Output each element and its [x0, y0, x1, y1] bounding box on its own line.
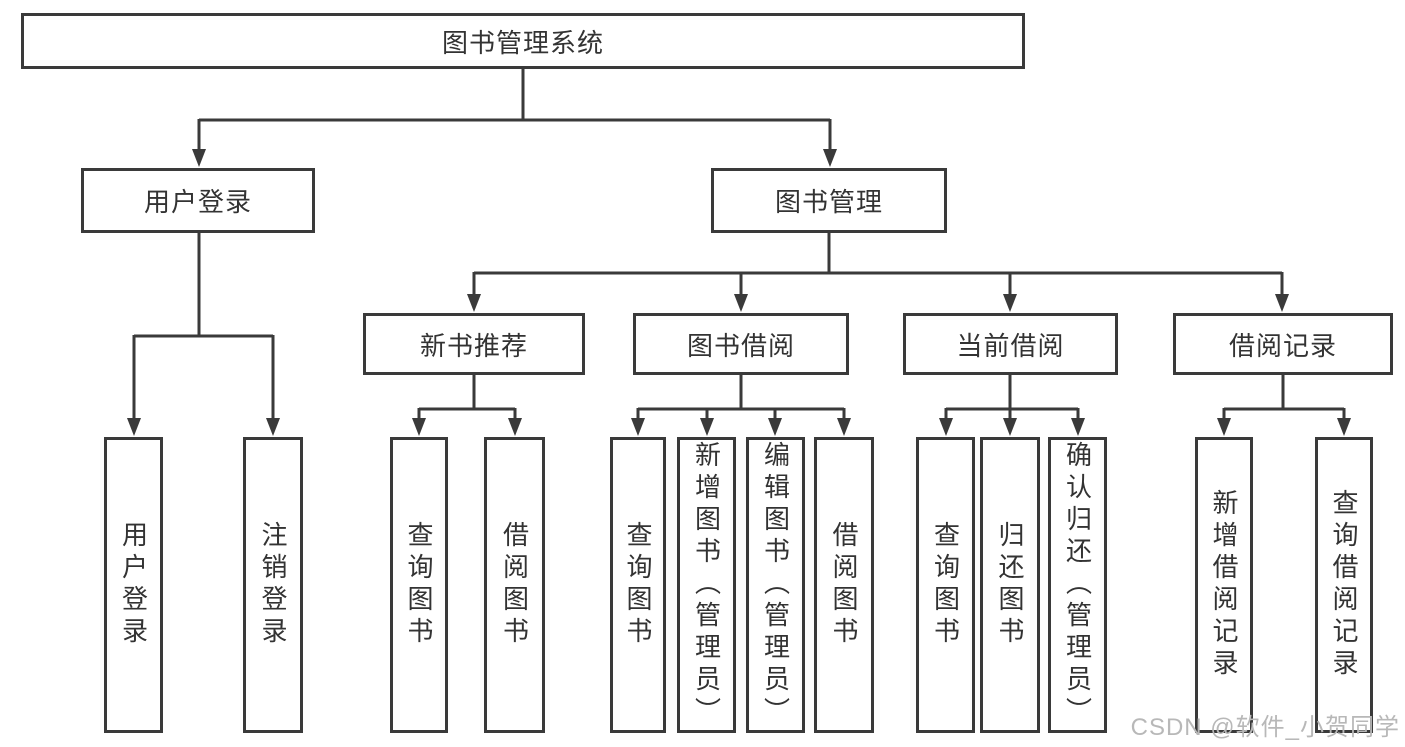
node-label: 查询借阅记录 [1329, 489, 1359, 681]
node-label: 图书管理 [774, 187, 883, 217]
node-label: 借阅图书 [829, 521, 859, 649]
node-label: 确认归还（管理员） [1062, 441, 1093, 729]
node-label: 查询图书 [930, 521, 961, 649]
node-label: 查询图书 [404, 521, 434, 649]
leaf-return-books: 归还图书 [980, 437, 1040, 733]
node-current-borrowing: 当前借阅 [903, 313, 1118, 375]
node-book-management: 图书管理 [711, 168, 947, 233]
leaf-user-login: 用户登录 [104, 437, 163, 733]
node-label: 编辑图书（管理员） [760, 441, 791, 729]
leaf-query-borrow-record: 查询借阅记录 [1315, 437, 1373, 733]
leaf-add-book-admin: 新增图书（管理员） [677, 437, 736, 733]
csdn-watermark: CSDN @软件_小贺同学 [1130, 714, 1400, 741]
leaf-borrow-books: 借阅图书 [814, 437, 874, 733]
node-user-login: 用户登录 [81, 168, 315, 233]
node-label: 用户登录 [118, 521, 149, 649]
node-label: 注销登录 [258, 521, 288, 649]
node-label: 新增图书（管理员） [691, 441, 722, 729]
leaf-query-books-current: 查询图书 [916, 437, 975, 733]
leaf-borrow-books-recommend: 借阅图书 [484, 437, 545, 733]
leaf-query-books-recommend: 查询图书 [390, 437, 448, 733]
node-label: 图书管理系统 [441, 27, 604, 58]
node-label: 归还图书 [995, 521, 1025, 649]
node-label: 图书借阅 [686, 330, 795, 361]
node-label: 新增借阅记录 [1209, 489, 1239, 681]
node-book-borrowing: 图书借阅 [633, 313, 849, 375]
node-new-book-recommend: 新书推荐 [363, 313, 585, 375]
leaf-add-borrow-record: 新增借阅记录 [1195, 437, 1253, 733]
leaf-query-books-borrow: 查询图书 [610, 437, 666, 733]
node-label: 当前借阅 [956, 330, 1065, 361]
node-label: 查询图书 [623, 521, 653, 649]
node-label: 用户登录 [143, 187, 252, 217]
node-root-system: 图书管理系统 [21, 13, 1025, 69]
node-label: 新书推荐 [419, 330, 528, 361]
node-label: 借阅图书 [499, 521, 530, 649]
arrowheads [127, 149, 1351, 436]
leaf-logout: 注销登录 [243, 437, 303, 733]
leaf-confirm-return-admin: 确认归还（管理员） [1048, 437, 1107, 733]
node-borrowing-records: 借阅记录 [1173, 313, 1393, 375]
leaf-edit-book-admin: 编辑图书（管理员） [746, 437, 805, 733]
node-label: 借阅记录 [1228, 330, 1337, 361]
